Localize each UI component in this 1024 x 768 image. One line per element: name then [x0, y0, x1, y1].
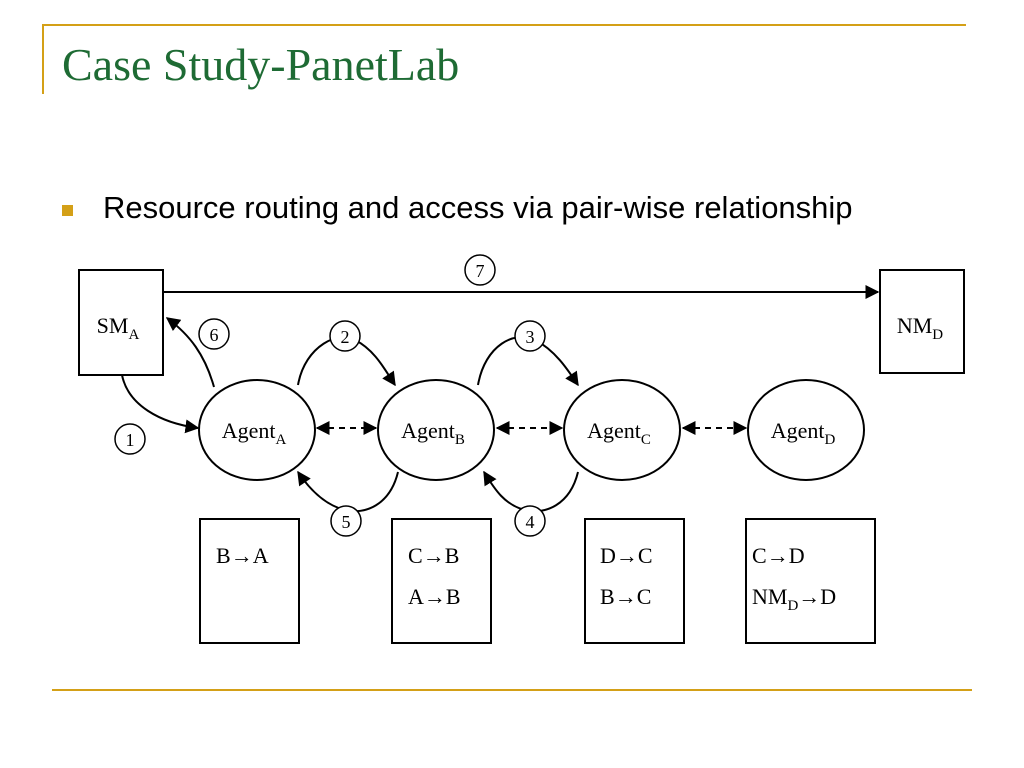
footer-accent-line	[52, 689, 972, 691]
sm-node: SMA	[78, 269, 164, 376]
step-7-marker: 7	[464, 254, 496, 286]
routing-table-d: C→D NMD→D	[745, 518, 876, 644]
svg-text:B→C: B→C	[600, 584, 651, 609]
agent-a-node: AgentA	[198, 379, 316, 481]
routing-table-c: D→C B→C	[584, 518, 685, 644]
svg-text:AgentB: AgentB	[401, 418, 465, 448]
agent-b-node: AgentB	[377, 379, 495, 481]
svg-text:1: 1	[126, 430, 135, 450]
svg-text:2: 2	[341, 327, 350, 347]
agent-d-node: AgentD	[747, 379, 865, 481]
svg-text:AgentC: AgentC	[587, 418, 651, 448]
svg-text:4: 4	[526, 512, 535, 532]
svg-text:C→B: C→B	[408, 543, 459, 568]
title-accent-line-left	[42, 24, 44, 94]
slide-title: Case Study-PanetLab	[62, 39, 460, 90]
step-2-marker: 2	[329, 320, 361, 352]
svg-text:6: 6	[210, 325, 219, 345]
title-accent-line-top	[42, 24, 966, 26]
step-4-marker: 4	[514, 505, 546, 537]
svg-text:D→C: D→C	[600, 543, 653, 568]
svg-text:A→B: A→B	[408, 584, 461, 609]
svg-text:SMA: SMA	[97, 313, 140, 343]
svg-text:3: 3	[526, 327, 535, 347]
routing-table-b: C→B A→B	[391, 518, 492, 644]
arrow-step-6	[165, 317, 215, 388]
svg-text:NMD→D: NMD→D	[752, 584, 836, 614]
agent-c-node: AgentC	[563, 379, 681, 481]
svg-text:7: 7	[476, 261, 485, 281]
svg-text:NMD: NMD	[897, 313, 943, 343]
svg-text:AgentA: AgentA	[222, 418, 287, 448]
svg-text:5: 5	[342, 512, 351, 532]
arrow-step-1	[121, 374, 200, 434]
step-3-marker: 3	[514, 320, 546, 352]
step-1-marker: 1	[114, 423, 146, 455]
bullet-item: Resource routing and access via pair-wis…	[62, 190, 853, 226]
step-6-marker: 6	[198, 318, 230, 350]
bullet-text: Resource routing and access via pair-wis…	[103, 190, 853, 225]
routing-table-a: B→A	[199, 518, 300, 644]
bullet-square-icon	[62, 204, 73, 216]
svg-text:C→D: C→D	[752, 543, 805, 568]
svg-text:AgentD: AgentD	[771, 418, 836, 448]
svg-text:B→A: B→A	[216, 543, 269, 568]
step-5-marker: 5	[330, 505, 362, 537]
arrow-step-5	[297, 470, 399, 513]
nm-node: NMD	[879, 269, 965, 374]
